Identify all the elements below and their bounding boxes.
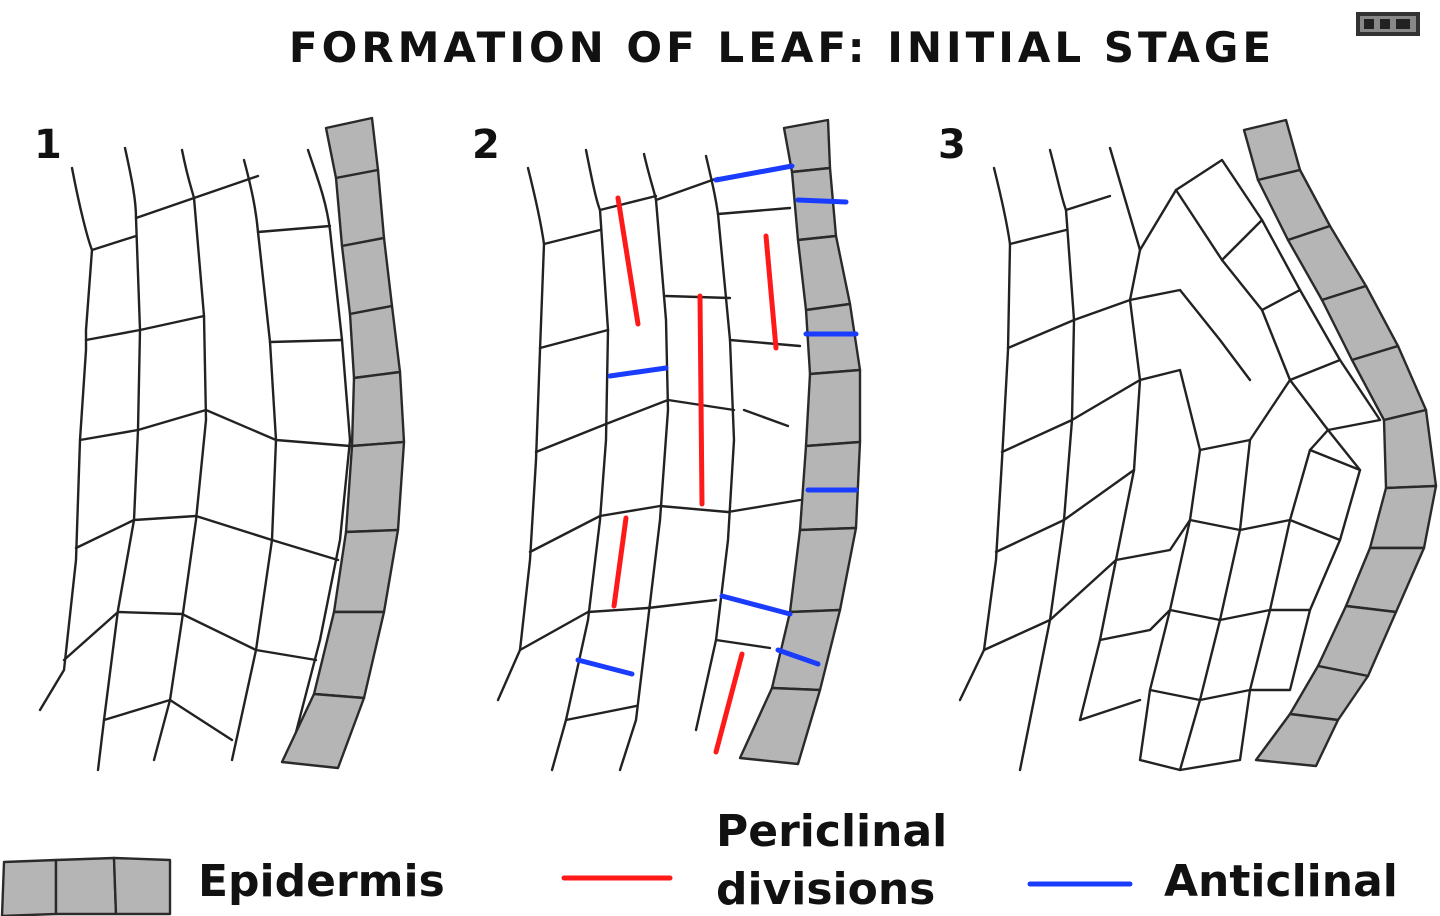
anticlinal-line bbox=[607, 365, 669, 379]
anticlinal-line bbox=[795, 197, 849, 205]
panel-1-cell-walls bbox=[38, 146, 352, 772]
panel-2-anticlinal-divisions bbox=[575, 163, 859, 677]
panel-3-epidermis bbox=[1242, 118, 1438, 768]
periclinal-line bbox=[697, 293, 705, 507]
periclinal-line bbox=[713, 651, 745, 755]
panel-3-cell-walls bbox=[958, 146, 1382, 772]
panel-1-epidermis bbox=[280, 116, 406, 770]
anticlinal-line bbox=[719, 593, 793, 617]
legend: Epidermis Periclinal divisions Anticlina… bbox=[0, 806, 1398, 916]
periclinal-line bbox=[763, 233, 779, 351]
panel-3 bbox=[958, 118, 1438, 772]
corner-logo bbox=[1356, 12, 1420, 36]
diagram-title: FORMATION OF LEAF: INITIAL STAGE bbox=[289, 23, 1275, 72]
panel-2-periclinal-divisions bbox=[611, 195, 779, 755]
periclinal-line bbox=[611, 515, 629, 609]
panel-number-2: 2 bbox=[472, 122, 500, 168]
legend-epidermis-label: Epidermis bbox=[198, 856, 445, 907]
legend-divisions-label: divisions bbox=[716, 864, 935, 915]
anticlinal-line bbox=[713, 163, 795, 183]
panel-2 bbox=[496, 118, 862, 772]
panel-1 bbox=[38, 116, 406, 772]
anticlinal-line bbox=[775, 647, 821, 667]
anticlinal-line bbox=[575, 657, 635, 677]
panel-number-1: 1 bbox=[34, 122, 62, 168]
panel-2-epidermis bbox=[738, 118, 862, 766]
periclinal-line bbox=[615, 195, 641, 327]
panel-number-3: 3 bbox=[938, 122, 966, 168]
legend-periclinal-label: Periclinal bbox=[716, 806, 947, 857]
legend-epidermis-swatch bbox=[0, 856, 172, 916]
panel-2-cell-walls bbox=[496, 148, 802, 772]
legend-anticlinal-label: Anticlinal bbox=[1164, 856, 1398, 907]
